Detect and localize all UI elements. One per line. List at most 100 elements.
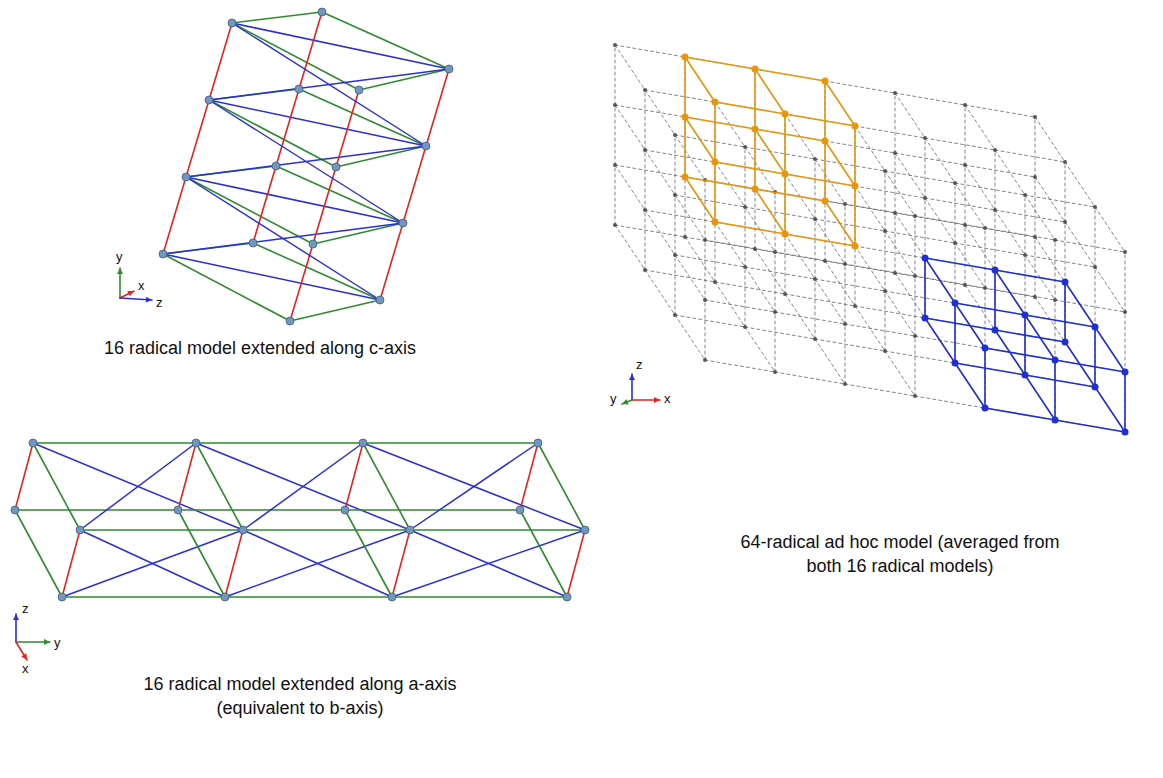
blue-bond [209,100,426,146]
grid-site [783,292,787,296]
axis-label: x [22,662,29,675]
sublattice-bond [995,270,1065,282]
axis-label: x [138,279,145,292]
grid-line [1065,282,1095,327]
sublattice-site [1052,357,1059,364]
radical-site [228,19,236,27]
grid-line [685,57,715,102]
grid-line [745,267,775,312]
grid-line [785,234,786,294]
grid-line [845,264,846,324]
grid-line [1035,117,1065,162]
figure-caption: 16 radical model extended along a-axis (… [130,672,470,721]
axis-arrowhead [622,399,629,405]
grid-line [775,192,776,252]
grid-line [1095,207,1125,252]
grid-line [885,351,955,363]
grid-line [615,225,645,270]
grid-line [615,165,685,177]
axis-label: z [22,602,29,615]
red-bond [163,177,186,254]
grid-line [755,249,825,261]
sublattice-site [922,315,929,322]
grid-line [1065,162,1095,207]
grid-line [895,93,896,153]
grid-site [913,394,917,398]
grid-line [745,207,815,219]
grid-line [915,396,985,408]
sublattice-bond [955,303,1025,315]
grid-line [845,384,915,396]
grid-site [993,208,997,212]
grid-line [615,165,616,225]
grid-line [1055,240,1056,300]
grid-line [965,165,995,210]
grid-line [1025,195,1026,255]
sublattice-site [992,327,999,334]
grid-line [715,162,785,174]
grid-site [673,193,677,197]
grid-line [965,165,966,225]
grid-line [705,180,706,240]
grid-line [675,315,705,360]
sublattice-site [982,345,989,352]
grid-site [643,268,647,272]
grid-line [685,177,755,189]
grid-line [855,126,885,171]
grid-line [925,258,955,303]
axis-arrowhead [654,397,660,403]
blue-bond [363,443,585,530]
grid-line [1055,360,1125,372]
sublattice-bond [785,234,855,246]
grid-line [995,270,1025,315]
grid-line [715,102,785,114]
grid-line [675,315,745,327]
grid-line [775,312,776,372]
grid-line [815,279,816,339]
grid-line [1025,315,1055,360]
grid-site [913,274,917,278]
figure-caption: 16 radical model extended along c-axis [60,336,460,360]
green-bond [520,510,567,597]
grid-line [885,171,955,183]
green-bond [345,509,520,511]
grid-line [855,186,885,231]
sublattice-bond [1025,375,1095,387]
green-bond [243,529,410,531]
red-bond [520,443,538,510]
grid-line [755,189,825,201]
blue-bond [225,530,410,597]
sublattice-site [1092,324,1099,331]
sublattice-bond [954,303,956,363]
sublattice-bond [754,69,756,129]
grid-line [965,225,995,270]
grid-line [825,201,895,213]
grid-line [1025,375,1055,420]
grid-line [815,339,885,351]
grid-line [965,285,1035,297]
red-bond [15,443,33,510]
grid-line [1035,237,1036,297]
sublattice-bond [755,189,825,201]
axis-arrowhead [146,297,152,303]
sublattice-bond [685,57,715,102]
grid-line [645,270,715,282]
sublattice-bond [785,114,855,126]
grid-line [815,339,845,384]
grid-line [855,246,885,291]
green-bond [253,243,380,300]
axis-label: y [116,250,123,263]
grid-line [845,264,915,276]
sublattice-bond [784,114,786,174]
grid-site [963,103,967,107]
grid-line [925,318,995,330]
grid-line [785,114,855,126]
sublattice-site [1022,372,1029,379]
sublattice-bond [1094,327,1096,387]
sublattice-bond [1024,315,1026,375]
grid-line [645,210,715,222]
grid-site [613,223,617,227]
sublattice-bond [1025,375,1055,420]
sublattice-bond [685,57,755,69]
grid-line [1025,195,1095,207]
